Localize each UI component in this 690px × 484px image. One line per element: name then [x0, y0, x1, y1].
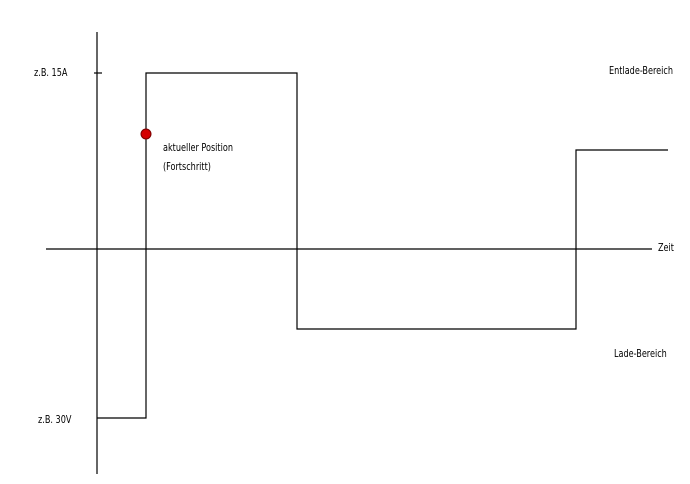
time-axis-label: Zeit	[658, 241, 674, 254]
position-label-line1: aktueller Position	[163, 141, 233, 154]
charge-region-label: Lade-Bereich	[614, 347, 667, 360]
y-label-voltage: z.B. 30V	[38, 413, 72, 426]
discharge-region-label: Entlade-Bereich	[609, 64, 673, 77]
current-position-marker	[140, 128, 152, 140]
signal-step-curve	[97, 72, 668, 419]
position-label-line2: (Fortschritt)	[163, 160, 211, 173]
y-label-current: z.B. 15A	[34, 66, 68, 79]
